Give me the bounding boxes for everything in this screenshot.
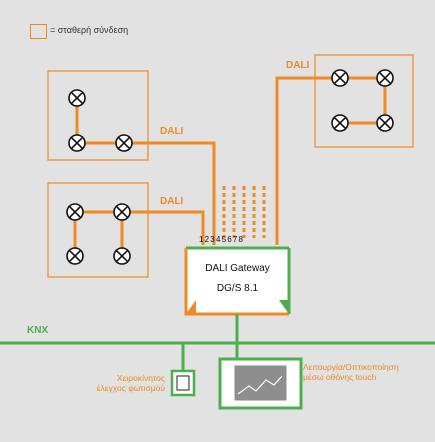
lamp-icon [113,203,131,221]
lamp-icon [66,247,84,265]
dali-spare-channels [222,186,266,238]
lamp-icon [331,114,349,132]
gateway-name: DALI Gateway [205,263,270,274]
legend-swatch [30,24,47,39]
knx-bus [0,314,435,371]
lamp-icon [66,203,84,221]
dali-gateway [184,246,291,316]
lamp-icon [68,89,86,107]
room-right [314,54,414,148]
gateway-channel-numbers: 12345678 [199,235,245,244]
lamp-icon [331,69,349,87]
lamp-icon [376,114,394,132]
push-button-icon [170,369,196,397]
gateway-model: DG/S 8.1 [216,283,259,294]
room-lower-left [47,182,149,278]
dali-label-lower-left: DALI [160,196,184,207]
touch-panel-icon [218,357,303,410]
legend-label: = σταθερή σύνδεση [50,25,129,35]
lamp-icon [113,247,131,265]
knx-label: KNX [27,325,49,336]
lamp-icon [115,134,133,152]
touch-control-label-2: μέσω οθόνης touch [303,372,377,382]
lamp-icon [376,69,394,87]
room-upper-left [47,70,149,161]
manual-control-label-2: έλεγχος φωτισμού [96,383,165,393]
dali-label-right: DALI [286,60,310,71]
touch-control-label-1: Λειτουργία/Οπτικοποίηση [303,362,399,372]
lamp-icon [68,134,86,152]
manual-control-label-1: Χειροκίνητος [116,373,165,383]
dali-label-upper-left: DALI [160,126,184,137]
